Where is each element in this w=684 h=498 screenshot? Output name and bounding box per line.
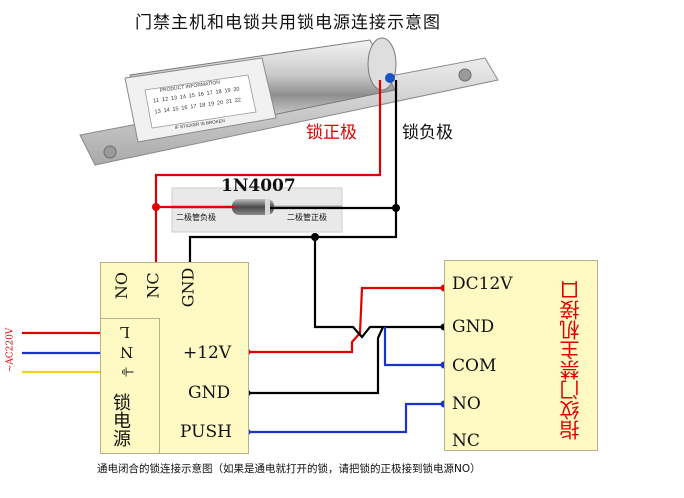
- terminal-no-ctrl: NO: [452, 394, 481, 414]
- ac-input-label: ~AC220V: [5, 327, 16, 373]
- grid-number: 15: [172, 106, 179, 113]
- terminal-n: N: [120, 343, 134, 361]
- terminal-nc-top: NC: [143, 272, 163, 299]
- lock-power-inner-panel: [100, 318, 160, 454]
- terminal-nc-ctrl: NC: [452, 431, 480, 451]
- grid-number: 13: [171, 95, 178, 102]
- terminal-gnd-ctrl: GND: [452, 317, 495, 337]
- junction-dot: [152, 203, 160, 211]
- black-wires: [188, 80, 444, 395]
- terminal-gnd-top: GND: [178, 267, 198, 308]
- terminal-plus12v: +12V: [183, 343, 232, 363]
- grid-number: 19: [224, 88, 231, 95]
- grid-number: 13: [154, 109, 161, 116]
- grid-number: 16: [181, 105, 188, 112]
- diode-image: [171, 187, 343, 233]
- junction-dot: [392, 204, 400, 212]
- grid-number: 15: [188, 93, 195, 100]
- diagram-caption: 通电闭合的锁连接示意图（如果是通电就打开的锁，请把锁的正极接到锁电源NO）: [97, 463, 481, 475]
- grid-number: 17: [190, 104, 197, 111]
- grid-number: 19: [208, 101, 215, 108]
- junction-dot: [311, 233, 319, 241]
- electric-lock-image: [79, 37, 499, 166]
- grid-number: 21: [226, 99, 233, 106]
- terminal-gnd-out: GND: [188, 383, 231, 403]
- grid-number: 18: [215, 89, 222, 96]
- diode-negative-label: 二极管负极: [176, 213, 216, 222]
- product-label-grid: 11 12 13 14 15 16 17 18 19 20 13 14 15 1…: [153, 86, 242, 115]
- terminal-no-top: NO: [112, 271, 132, 300]
- terminal-push: PUSH: [180, 422, 232, 442]
- grid-number: 11: [153, 98, 159, 105]
- product-info-sticker: [144, 74, 257, 129]
- grid-number: 22: [235, 97, 242, 104]
- grid-number: 14: [180, 94, 187, 101]
- grid-number: 20: [233, 86, 240, 93]
- lock-negative-label: 锁负极: [402, 123, 453, 143]
- diode-positive-label: 二极管正极: [287, 213, 327, 222]
- grid-number: 20: [217, 100, 224, 107]
- diode-part-label: 1N4007: [221, 176, 296, 196]
- lock-power-title: 锁电源: [110, 393, 131, 447]
- terminal-earth: ⏚: [118, 365, 134, 379]
- grid-number: 17: [206, 90, 213, 97]
- diagram-title: 门禁主机和电锁共用锁电源连接示意图: [135, 13, 441, 33]
- terminal-dc12v: DC12V: [452, 274, 513, 294]
- grid-number: 18: [199, 102, 206, 109]
- access-controller-box: [444, 260, 598, 451]
- blue-wires: [22, 327, 444, 434]
- grid-number: 12: [162, 96, 169, 103]
- terminal-l: L: [120, 323, 130, 341]
- grid-number: 14: [163, 107, 170, 114]
- red-wires: [22, 80, 444, 354]
- product-label-footnote: IF STICKER IS BROKEN: [174, 118, 225, 130]
- terminal-com: COM: [452, 356, 497, 376]
- access-controller-title: 指纹门禁主机接口: [559, 280, 583, 440]
- grid-number: 16: [197, 91, 204, 98]
- lock-positive-label: 锁正极: [306, 123, 357, 143]
